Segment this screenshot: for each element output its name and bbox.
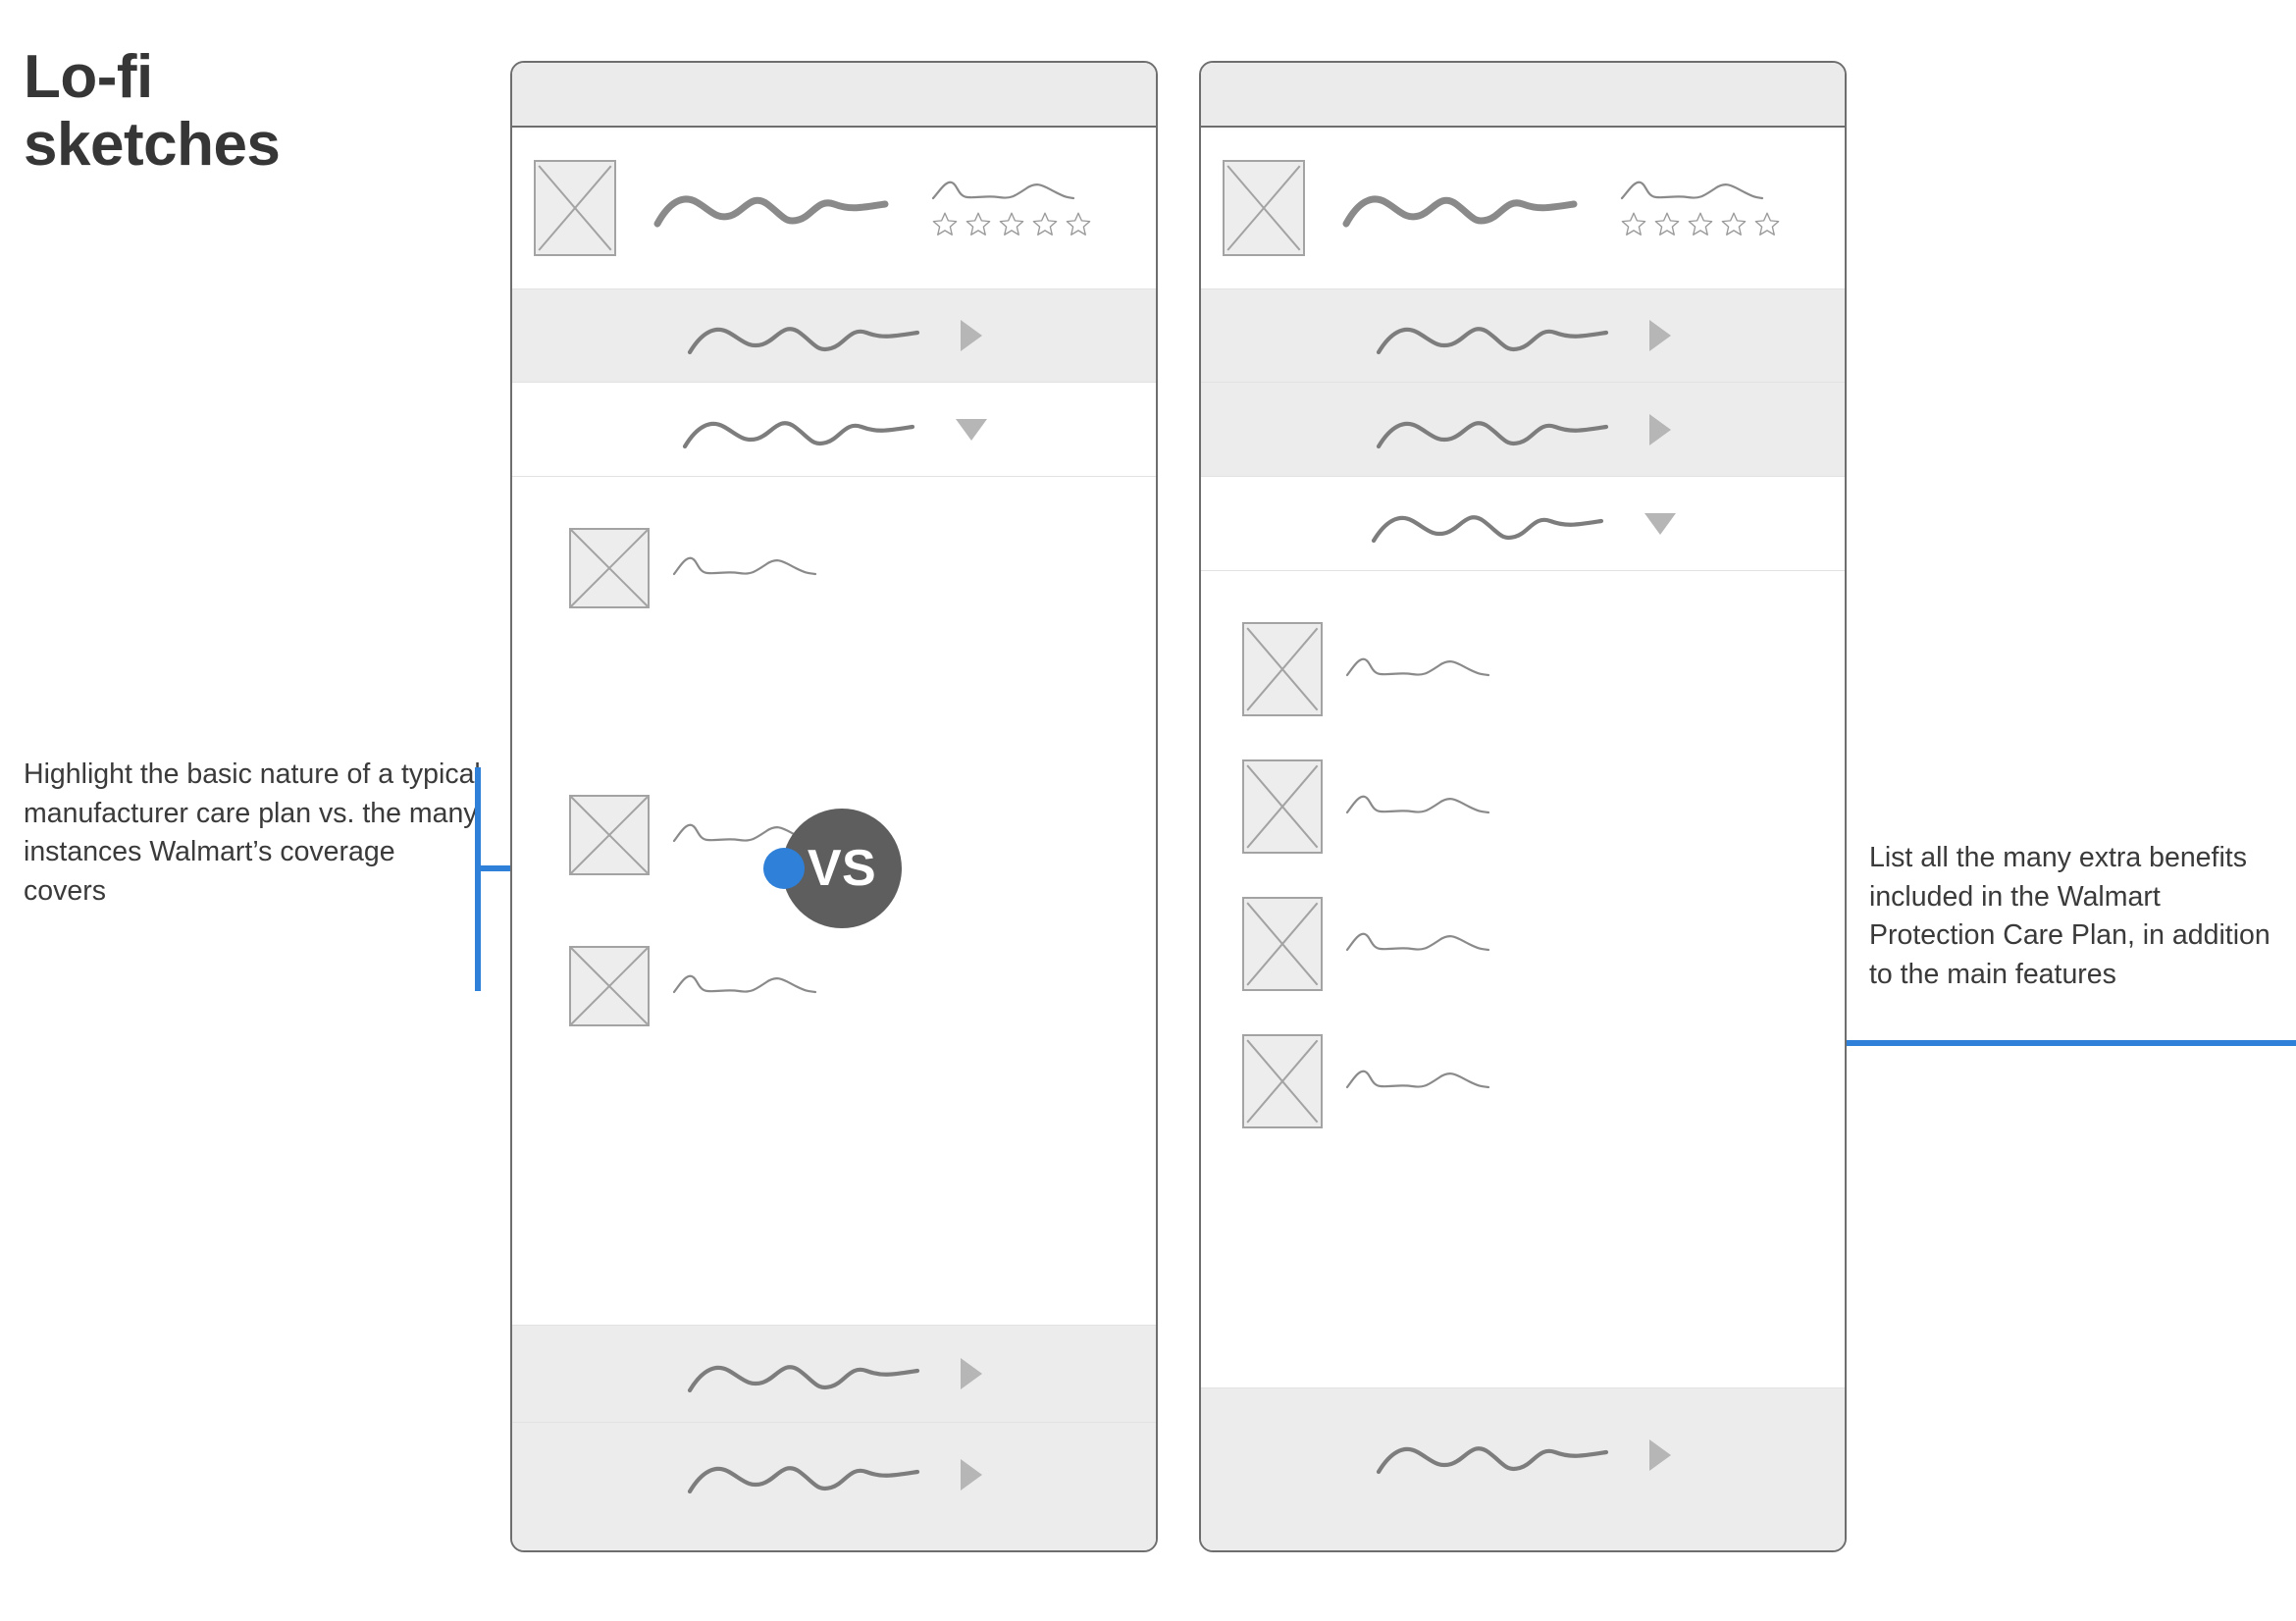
accordion-row-collapsed[interactable] — [1201, 1387, 1845, 1550]
star-rating — [930, 210, 1093, 239]
card-header-bar — [1201, 63, 1845, 128]
page-title: Lo-fi sketches — [24, 43, 281, 180]
benefit-row — [1201, 897, 1845, 991]
accordion-row-collapsed[interactable] — [512, 1325, 1156, 1423]
accordion-label-sketch-line — [1371, 514, 1604, 543]
left-connector-dot-icon — [763, 848, 805, 889]
chevron-down-icon[interactable] — [1644, 512, 1676, 535]
right-annotation-text: List all the many extra benefits include… — [1869, 842, 2270, 990]
star-icon — [1721, 212, 1747, 235]
feature-row — [512, 913, 1156, 1060]
rating-label-sketch-line — [930, 177, 1075, 209]
star-rating — [1619, 210, 1782, 239]
star-icon — [1688, 212, 1713, 235]
feature-label-sketch-line — [671, 552, 818, 585]
benefit-icon-placeholder-icon — [1242, 897, 1323, 991]
card-walmart-protection-plan — [1199, 61, 1847, 1552]
star-icon — [965, 212, 991, 235]
star-icon — [932, 212, 958, 235]
accordion-row-collapsed[interactable] — [1201, 288, 1845, 383]
chevron-right-icon[interactable] — [1649, 413, 1671, 445]
hero-row — [512, 128, 1156, 288]
accordion-row-expanded[interactable] — [1201, 477, 1845, 571]
benefit-icon-placeholder-icon — [1242, 1034, 1323, 1128]
rating-block — [930, 177, 1093, 239]
hero-row — [1201, 128, 1845, 288]
chevron-right-icon[interactable] — [961, 1459, 982, 1490]
card-spacer — [512, 1060, 1156, 1325]
accordion-row-collapsed[interactable] — [512, 288, 1156, 383]
feature-icon-placeholder-icon — [569, 795, 650, 875]
accordion-label-sketch-line — [1376, 327, 1609, 355]
star-icon — [1654, 212, 1680, 235]
accordion-label-sketch-line — [687, 327, 920, 355]
star-icon — [1621, 212, 1646, 235]
benefit-row — [1201, 759, 1845, 854]
chevron-right-icon[interactable] — [961, 1358, 982, 1389]
feature-label-sketch-line — [671, 970, 818, 1003]
accordion-label-sketch-line — [687, 1365, 920, 1393]
accordion-label-sketch-line — [1376, 1445, 1609, 1474]
benefit-icon-placeholder-icon — [1242, 759, 1323, 854]
chevron-right-icon[interactable] — [1649, 320, 1671, 351]
benefit-label-sketch-line — [1344, 791, 1491, 823]
star-icon — [1754, 212, 1780, 235]
product-title-sketch-line — [653, 183, 889, 235]
vs-badge-label: VS — [807, 840, 877, 897]
accordion-row-collapsed[interactable] — [512, 1423, 1156, 1550]
product-image-placeholder-icon — [1223, 160, 1305, 256]
benefit-row — [1201, 1034, 1845, 1128]
star-icon — [1066, 212, 1091, 235]
product-title-sketch-line — [1342, 183, 1578, 235]
card-spacer — [1201, 1128, 1845, 1387]
accordion-row-collapsed[interactable] — [1201, 383, 1845, 477]
accordion-row-expanded[interactable] — [512, 383, 1156, 477]
feature-row — [512, 495, 1156, 642]
chevron-down-icon[interactable] — [956, 418, 987, 441]
accordion-label-sketch-line — [682, 420, 915, 448]
accordion-label-sketch-line — [687, 1466, 920, 1494]
product-image-placeholder-icon — [534, 160, 616, 256]
benefit-label-sketch-line — [1344, 654, 1491, 686]
star-icon — [1032, 212, 1058, 235]
left-connector-vertical — [475, 767, 481, 991]
benefit-label-sketch-line — [1344, 1066, 1491, 1098]
chevron-right-icon[interactable] — [1649, 1438, 1671, 1471]
feature-icon-placeholder-icon — [569, 946, 650, 1026]
rating-label-sketch-line — [1619, 177, 1764, 209]
benefit-row — [1201, 622, 1845, 716]
left-annotation-text: Highlight the basic nature of a typical … — [24, 758, 481, 907]
benefit-icon-placeholder-icon — [1242, 622, 1323, 716]
card-manufacturer-care-plan — [510, 61, 1158, 1552]
benefit-label-sketch-line — [1344, 928, 1491, 961]
feature-icon-placeholder-icon — [569, 528, 650, 608]
chevron-right-icon[interactable] — [961, 320, 982, 351]
rating-block — [1619, 177, 1782, 239]
star-icon — [999, 212, 1024, 235]
card-header-bar — [512, 63, 1156, 128]
accordion-label-sketch-line — [1376, 420, 1609, 448]
right-connector-horizontal — [1594, 1040, 2296, 1046]
